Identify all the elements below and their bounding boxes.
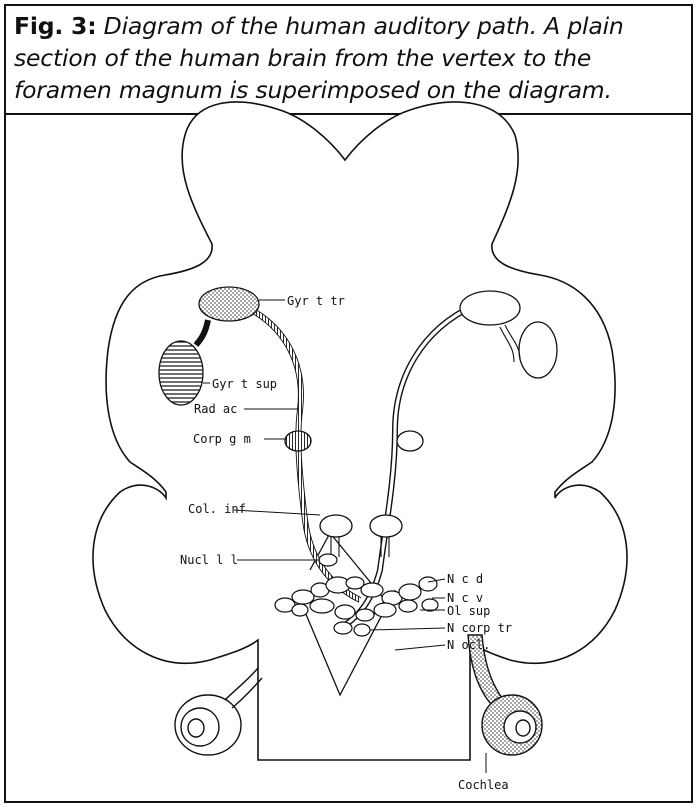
colliculus-inferior-left [320, 515, 352, 537]
label-n-corp-tr: N corp tr [447, 621, 512, 635]
label-col-inf: Col. inf [188, 502, 246, 516]
cochlea-left [175, 668, 262, 755]
gyrus-temporalis-superior [159, 341, 203, 405]
gyrus-temporalis-transversus [199, 287, 259, 321]
label-ol-sup: Ol sup [447, 604, 490, 618]
label-gyr-t-sup: Gyr t sup [212, 377, 277, 391]
right-cortex-oval-1 [460, 291, 520, 325]
label-n-c-d: N c d [447, 572, 483, 586]
label-n-ocl: N ocl. [447, 638, 490, 652]
label-nucl-l-l: Nucl l l [180, 553, 238, 567]
colliculus-inferior-right [370, 515, 402, 537]
brain-outline [93, 102, 627, 760]
label-corp-g-m: Corp g m [193, 432, 251, 446]
corpus-geniculatum-mediale-left [285, 431, 311, 451]
label-gyr-t-tr: Gyr t tr [287, 294, 345, 308]
corpus-geniculatum-mediale-right [397, 431, 423, 451]
label-n-c-v: N c v [447, 591, 483, 605]
right-cortex-oval-2 [519, 322, 557, 378]
label-rad-ac: Rad ac [194, 402, 237, 416]
nucleus-lemnisci-lateralis [319, 554, 337, 566]
label-cochlea: Cochlea [458, 778, 509, 792]
